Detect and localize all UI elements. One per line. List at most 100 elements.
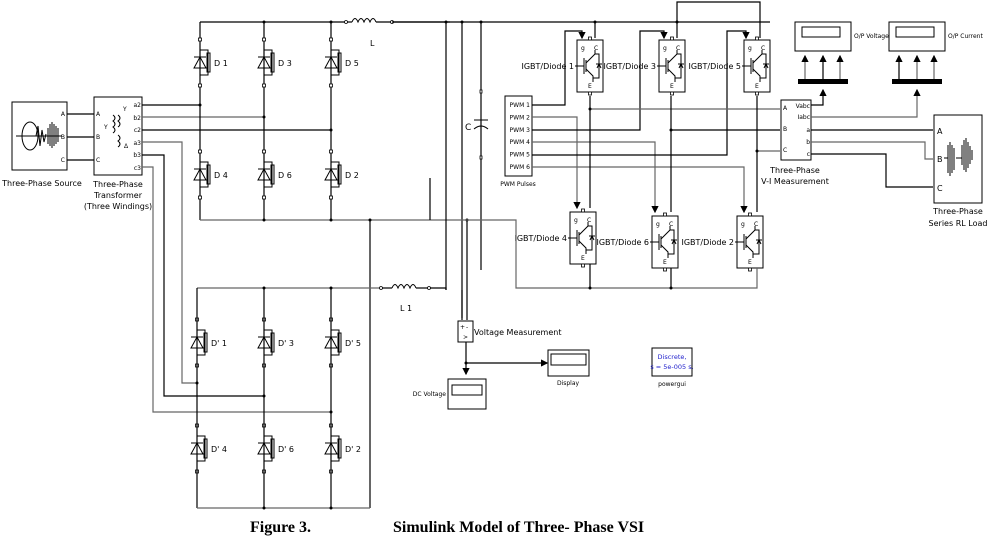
- transformer-label-1: Three-Phase: [92, 180, 143, 189]
- svg-text:g: g: [656, 221, 660, 228]
- svg-text:a: a: [806, 127, 810, 134]
- svg-text:>: >: [463, 334, 468, 341]
- diode-upper-3[interactable]: D 5: [324, 37, 359, 88]
- three-phase-source-block[interactable]: A B C: [11, 101, 68, 171]
- svg-text:A: A: [937, 127, 943, 136]
- svg-text:B: B: [783, 126, 787, 133]
- igbt-diode-2-label: IGBT/Diode 2: [681, 238, 734, 247]
- svg-text:E: E: [670, 83, 674, 90]
- pwm-label: PWM Pulses: [500, 181, 536, 188]
- svg-text:-: -: [466, 324, 468, 331]
- load-label-2: Series RL Load: [929, 219, 988, 228]
- diode-lower-1-label: D' 1: [211, 339, 227, 348]
- svg-text:E: E: [748, 259, 752, 266]
- svg-text:g: g: [741, 221, 745, 228]
- diode-lower-4-label: D' 4: [211, 445, 227, 454]
- inductor-l[interactable]: [344, 18, 451, 24]
- svg-text:c: c: [807, 151, 810, 158]
- diode-icon: [193, 55, 207, 69]
- igbt-diode-3-label: IGBT/Diode 3: [603, 62, 656, 71]
- diode-lower-3-label: D' 5: [345, 339, 361, 348]
- display-block[interactable]: [547, 349, 590, 377]
- diode-upper-2-label: D 3: [278, 59, 292, 68]
- dc-voltage-display[interactable]: [447, 378, 487, 410]
- transformer-port-a: A: [96, 111, 101, 118]
- powergui-label: powergui: [658, 381, 686, 388]
- vi-measurement-label-2: V-I Measurement: [761, 177, 829, 186]
- voltage-measurement-block[interactable]: + - >: [457, 320, 474, 343]
- diode-upper-2[interactable]: D 3: [257, 37, 292, 88]
- transformer-port-c3: c3: [134, 165, 141, 172]
- svg-text:B: B: [937, 155, 943, 164]
- svg-text:C: C: [676, 45, 680, 52]
- svg-text:g: g: [748, 45, 752, 52]
- capacitor-c[interactable]: [473, 89, 489, 160]
- capacitor-label: C: [465, 123, 471, 133]
- source-port-c: C: [61, 157, 65, 164]
- source-port-a: A: [61, 111, 66, 118]
- transformer-block[interactable]: Y Y Δ A B C a2 b2 c2 a3 b3 c3: [93, 96, 143, 176]
- igbt-icon: [742, 50, 769, 82]
- svg-text:E: E: [755, 83, 759, 90]
- transformer-port-b: B: [96, 134, 100, 141]
- diode-upper-3-label: D 5: [345, 59, 359, 68]
- current-demux-bar: [892, 79, 942, 84]
- svg-text:E: E: [581, 255, 585, 262]
- igbt-diode-1-label: IGBT/Diode 1: [521, 62, 574, 71]
- vi-measurement-label-1: Three-Phase: [769, 166, 820, 175]
- svg-text:C: C: [783, 147, 787, 154]
- diode-upper-4-label: D 4: [214, 171, 228, 180]
- diode-upper-5-label: D 6: [278, 171, 292, 180]
- source-label: Three-Phase Source: [1, 179, 82, 188]
- figure-title: Simulink Model of Three- Phase VSI: [393, 519, 644, 536]
- pwm-port-6: PWM 6: [510, 164, 531, 171]
- diode-upper-4[interactable]: D 4: [193, 149, 228, 200]
- vi-measurement-block[interactable]: A B C Vabc Iabc a b c: [780, 99, 812, 161]
- svg-text:Y: Y: [122, 106, 127, 113]
- source-port-b: B: [61, 134, 65, 141]
- diode-lower-6-label: D' 2: [345, 445, 361, 454]
- op-voltage-label: O/P Voltage: [854, 33, 889, 40]
- diode-upper-6[interactable]: D 2: [324, 149, 359, 200]
- svg-text:g: g: [574, 217, 578, 224]
- svg-text:C: C: [761, 45, 765, 52]
- svg-text:E: E: [663, 259, 667, 266]
- igbt-icon: [657, 50, 684, 82]
- series-rl-load-block[interactable]: A B C: [933, 114, 983, 204]
- diode-lower-5-label: D' 6: [278, 445, 294, 454]
- svg-text:Vabc: Vabc: [796, 103, 810, 110]
- op-current-label: O/P Current: [948, 33, 983, 40]
- powergui-block[interactable]: Discrete, s = 5e-005 s.: [650, 347, 694, 377]
- inductor-l1-label: L 1: [400, 304, 412, 313]
- diode-upper-5[interactable]: D 6: [257, 149, 292, 200]
- svg-text:b: b: [806, 139, 810, 146]
- ac-source-icon: [16, 121, 62, 151]
- transformer-label-2: Transformer: [93, 191, 143, 200]
- display-label: Display: [557, 380, 580, 387]
- inductor-l1[interactable]: [379, 284, 431, 290]
- pwm-port-5: PWM 5: [510, 152, 531, 159]
- voltage-measurement-label: Voltage Measurement: [474, 328, 561, 337]
- igbt-icon: [575, 50, 602, 82]
- svg-text:g: g: [581, 45, 585, 52]
- op-current-display[interactable]: [888, 21, 946, 52]
- diode-upper-1[interactable]: D 1: [193, 37, 228, 88]
- transformer-port-a3: a3: [134, 140, 142, 147]
- diode-upper-1-label: D 1: [214, 59, 228, 68]
- svg-text:C: C: [587, 217, 591, 224]
- op-voltage-display[interactable]: [794, 21, 852, 52]
- load-label-1: Three-Phase: [932, 207, 983, 216]
- pwm-port-1: PWM 1: [510, 102, 531, 109]
- transformer-port-b2: b2: [133, 115, 141, 122]
- transformer-port-c2: c2: [134, 127, 141, 134]
- svg-text:C: C: [594, 45, 598, 52]
- voltage-demux-bar: [798, 79, 848, 84]
